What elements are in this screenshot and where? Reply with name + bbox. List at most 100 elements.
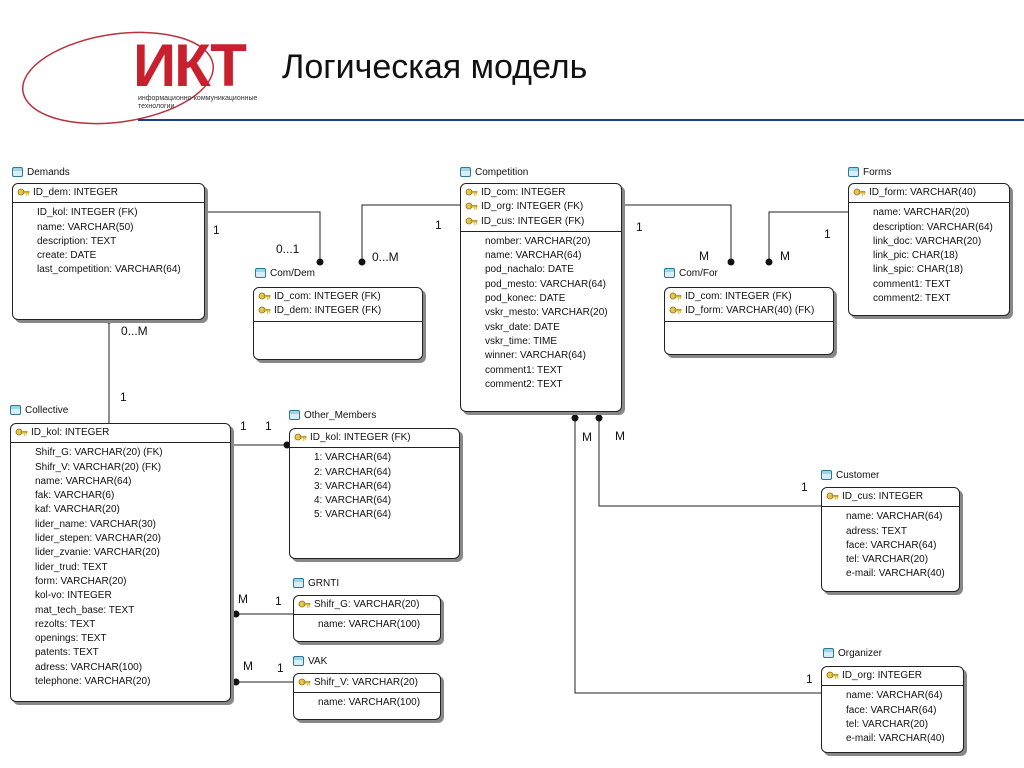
card-label: 1 [275, 594, 282, 608]
entity-title-text: Organizer [838, 648, 882, 659]
card-label: M [615, 429, 625, 443]
primary-key-section: ID_cus: INTEGER [822, 488, 959, 508]
attribute-row: vskr_mesto: VARCHAR(20) [485, 307, 608, 319]
entity-title-text: Demands [27, 167, 70, 178]
key-icon [669, 306, 682, 315]
attribute-row: kol-vo: INTEGER [35, 590, 112, 602]
key-icon [258, 306, 271, 315]
entity-title-text: Com/Dem [270, 268, 316, 279]
attribute-text: ID_dem: INTEGER [33, 187, 119, 198]
attribute-row: 5: VARCHAR(64) [314, 509, 392, 521]
entity-title: GRNTI [293, 578, 339, 590]
attribute-section [665, 322, 833, 327]
attribute-section: name: VARCHAR(64)face: VARCHAR(64)tel: V… [822, 686, 963, 748]
attribute-row: e-mail: VARCHAR(40) [846, 568, 945, 580]
attribute-row: comment1: TEXT [873, 278, 951, 290]
attribute-row: patents: TEXT [35, 647, 99, 659]
primary-key-row: ID_dem: INTEGER [17, 186, 200, 200]
primary-key-row: ID_org: INTEGER [826, 669, 959, 683]
attribute-row: kaf: VARCHAR(20) [35, 504, 120, 516]
primary-key-row: ID_form: VARCHAR(40) [853, 186, 1005, 200]
logo-arc [21, 31, 215, 125]
entity-box: Shifr_G: VARCHAR(20)name: VARCHAR(100) [293, 595, 441, 642]
primary-key-row: ID_kol: INTEGER (FK) [294, 431, 455, 445]
card-label: 1 [824, 227, 831, 241]
card-label: M [699, 249, 709, 263]
entity-box: ID_form: VARCHAR(40)name: VARCHAR(20)des… [848, 183, 1010, 316]
title-divider [138, 119, 1024, 121]
primary-key-row: ID_cus: INTEGER (FK) [465, 215, 617, 229]
key-icon [853, 188, 866, 196]
attribute-row: description: VARCHAR(64) [873, 221, 993, 233]
attribute-row: 1: VARCHAR(64) [314, 452, 392, 464]
line-competition-customer [598, 418, 821, 507]
primary-key-section: ID_form: VARCHAR(40) [849, 184, 1009, 204]
attribute-section: name: VARCHAR(100) [294, 693, 440, 712]
primary-key-row: ID_com: INTEGER (FK) [258, 290, 418, 304]
line-demands-comdem [205, 211, 321, 262]
attribute-text: ID_form: VARCHAR(40) [869, 187, 977, 198]
attribute-row: form: VARCHAR(20) [35, 575, 127, 587]
attribute-section: 1: VARCHAR(64)2: VARCHAR(64)3: VARCHAR(6… [290, 448, 459, 524]
dot-comdem-a [316, 258, 324, 266]
attribute-row: ID_kol: INTEGER (FK) [37, 207, 138, 219]
attribute-row: vskr_time: TIME [485, 335, 558, 347]
primary-key-row: Shifr_V: VARCHAR(20) [298, 676, 436, 690]
attribute-text: ID_com: INTEGER (FK) [685, 291, 792, 302]
attribute-text: ID_org: INTEGER [842, 670, 923, 681]
table-icon [293, 578, 304, 588]
card-label: M [243, 659, 253, 673]
key-icon [826, 671, 839, 679]
attribute-row: name: VARCHAR(100) [318, 619, 421, 631]
table-icon [289, 410, 300, 420]
line-competition-comfor [622, 204, 732, 262]
attribute-row: link_spic: CHAR(18) [873, 264, 964, 276]
attribute-text: ID_cus: INTEGER (FK) [481, 215, 585, 227]
entity-box: ID_com: INTEGER (FK) ID_form: VARCHAR(40)… [664, 287, 834, 355]
key-icon [298, 678, 311, 686]
entity-title-text: VAK [308, 656, 328, 667]
attribute-text: ID_kol: INTEGER (FK) [310, 432, 411, 443]
dot-comfor-b [765, 258, 773, 266]
attribute-row: create: DATE [37, 250, 97, 262]
key-icon [298, 600, 311, 608]
table-icon [255, 268, 266, 278]
attribute-text: ID_org: INTEGER (FK) [481, 201, 584, 213]
attribute-row: pod_nachalo: DATE [485, 264, 574, 276]
primary-key-row: ID_form: VARCHAR(40) (FK) [669, 304, 829, 318]
attribute-text: ID_com: INTEGER [481, 187, 566, 198]
attribute-row: mat_tech_base: TEXT [35, 604, 135, 616]
table-icon [823, 648, 834, 658]
primary-key-section: ID_org: INTEGER [822, 667, 963, 687]
card-label: 1 [277, 661, 284, 675]
key-icon [465, 188, 478, 196]
attribute-row: 3: VARCHAR(64) [314, 480, 392, 492]
primary-key-row: ID_dem: INTEGER (FK) [258, 304, 418, 318]
attribute-section [254, 322, 422, 327]
attribute-text: ID_cus: INTEGER [842, 491, 924, 502]
logo-subtitle: информационно-коммуникационные технологи… [138, 95, 258, 110]
card-label: M [582, 430, 592, 444]
attribute-row: name: VARCHAR(64) [846, 690, 943, 702]
card-label: 1 [801, 480, 808, 494]
card-label: M [780, 249, 790, 263]
key-icon [465, 217, 478, 225]
key-icon [826, 492, 839, 500]
table-icon [664, 268, 675, 278]
attribute-row: name: VARCHAR(50) [37, 221, 134, 233]
attribute-text: ID_form: VARCHAR(40) (FK) [685, 305, 815, 317]
attribute-row: 4: VARCHAR(64) [314, 495, 392, 507]
attribute-row: name: VARCHAR(64) [35, 475, 132, 487]
card-label: 1 [213, 223, 220, 237]
attribute-row: comment1: TEXT [485, 364, 563, 376]
attribute-row: pod_konec: DATE [485, 293, 566, 305]
entity-title: Forms [848, 167, 891, 179]
logo-text: ИКТ [133, 32, 247, 99]
dot-other [283, 441, 291, 449]
primary-key-row: ID_cus: INTEGER [826, 490, 955, 504]
card-label: 1 [240, 419, 247, 433]
attribute-text: Shifr_V: VARCHAR(20) [314, 677, 418, 688]
